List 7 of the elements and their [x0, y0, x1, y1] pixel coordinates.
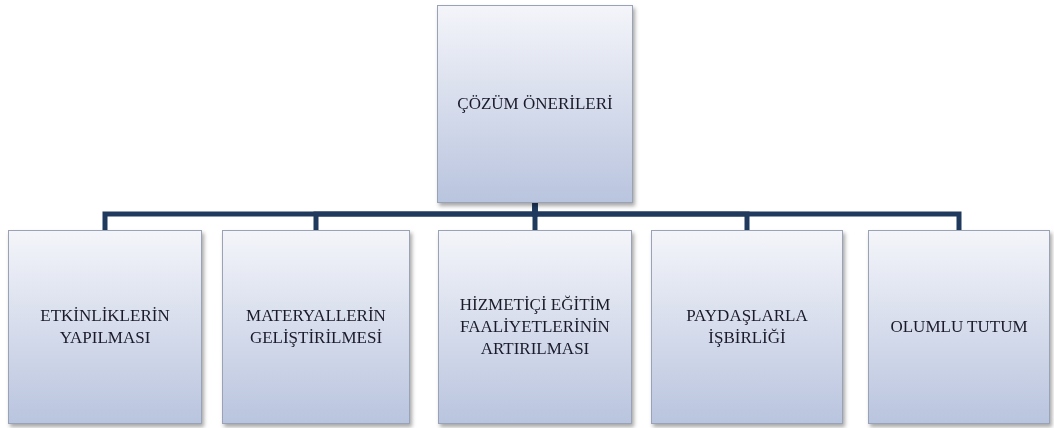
- connector-line: [532, 203, 962, 230]
- org-chart-box: MATERYALLERİN GELİŞTİRİLMESİ: [222, 230, 410, 424]
- org-chart-box: ÇÖZÜM ÖNERİLERİ: [437, 5, 633, 203]
- org-chart-box: PAYDAŞLARLA İŞBİRLİĞİ: [651, 230, 843, 424]
- org-chart-box: HİZMETİÇİ EĞİTİM FAALİYETLERİNİN ARTIRILMASI: [438, 230, 632, 424]
- org-chart-box: ETKİNLİKLERİN YAPILMASI: [8, 230, 202, 424]
- org-chart-box: OLUMLU TUTUM: [868, 230, 1050, 424]
